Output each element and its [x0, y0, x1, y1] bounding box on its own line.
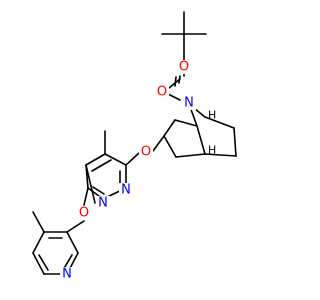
azabicyclo-core — [163, 103, 237, 158]
tert-butyl-group — [161, 11, 207, 57]
pyridine-nitrogen-label: N — [62, 267, 72, 282]
pyridine-methyl — [32, 211, 45, 233]
ether-oxygen-top-label: O — [141, 145, 151, 160]
ether-linkage-top — [125, 135, 165, 166]
bridgehead-nitrogen-label: N — [184, 96, 194, 111]
structure-canvas: O O N O N N O N H H — [32, 11, 237, 282]
carbonyl-oxygen-label: O — [179, 60, 189, 75]
molecule-structure: O O N O N N O N H H — [32, 11, 237, 282]
ether-oxygen-bottom-label: O — [79, 206, 89, 221]
ether-linkage-bottom — [66, 164, 96, 233]
atom-labels: O O N O N N O N — [60, 60, 196, 282]
stereo-h-bottom-label: H — [208, 144, 216, 157]
pyrimidine-nitrogen-bottom-label: N — [98, 196, 108, 211]
pyridine-ring — [32, 231, 79, 275]
stereo-labels: H H — [208, 109, 216, 157]
ester-oxygen-label: O — [157, 85, 167, 100]
pyrimidine-nitrogen-right-label: N — [121, 183, 131, 198]
stereo-h-top-label: H — [208, 109, 216, 122]
